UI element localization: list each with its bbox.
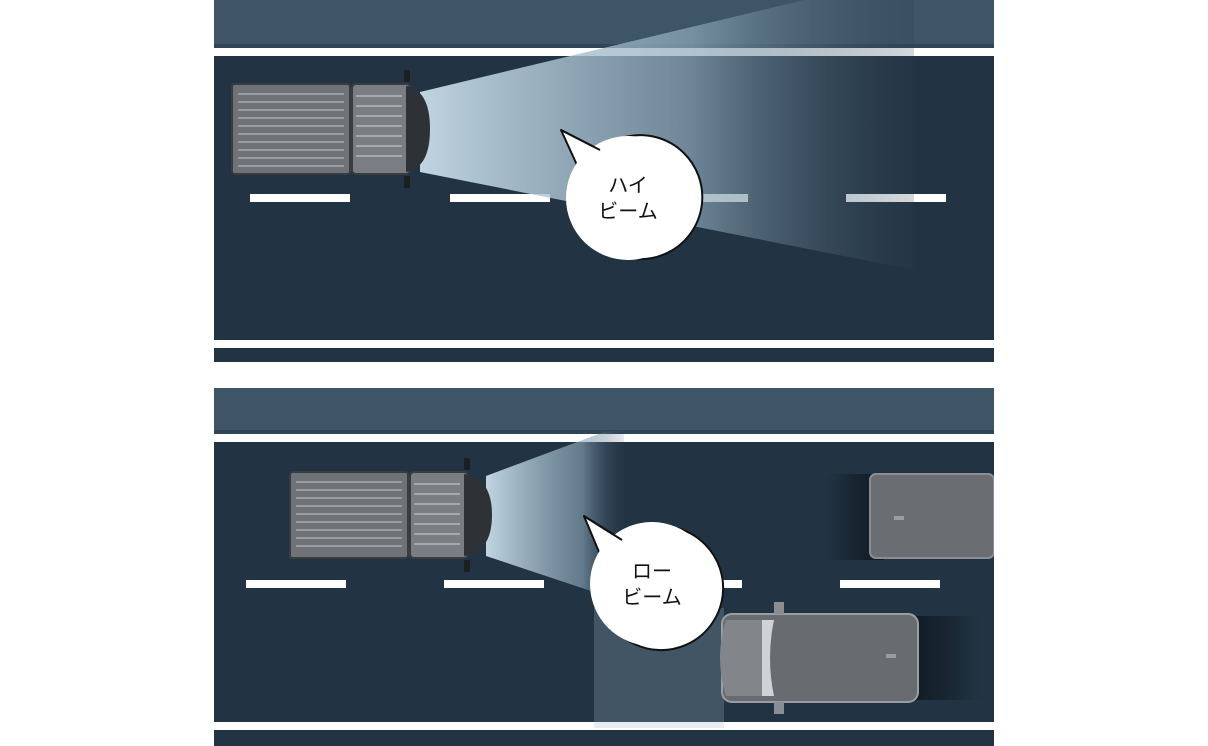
speech-bubble-high: [560, 129, 704, 261]
speech-bubble-low: [583, 515, 725, 652]
low-beam-scene: ロー ビーム: [214, 388, 994, 746]
edge-line-bottom: [214, 722, 994, 730]
high-beam-diagram: [214, 0, 994, 362]
oncoming-vehicle: [720, 602, 984, 714]
high-beam-light: [420, 0, 914, 270]
low-beam-light: [486, 430, 624, 602]
edge-line-bottom: [214, 340, 994, 348]
bubble-text-line2: ビーム: [622, 585, 682, 609]
high-beam-scene: ハイ ビーム: [214, 0, 994, 362]
speech-bubble-high-label: ハイ ビーム: [568, 172, 688, 224]
bubble-text-line2: ビーム: [598, 199, 658, 223]
kei-truck: [231, 70, 430, 188]
vehicle-ahead: [824, 473, 994, 560]
bubble-text-line1: ハイ: [608, 173, 648, 197]
kei-truck: [289, 458, 492, 572]
bubble-text-line1: ロー: [632, 559, 672, 583]
speech-bubble-low-label: ロー ビーム: [592, 558, 712, 610]
low-beam-diagram: [214, 388, 994, 746]
road-shoulder-top: [214, 388, 994, 434]
